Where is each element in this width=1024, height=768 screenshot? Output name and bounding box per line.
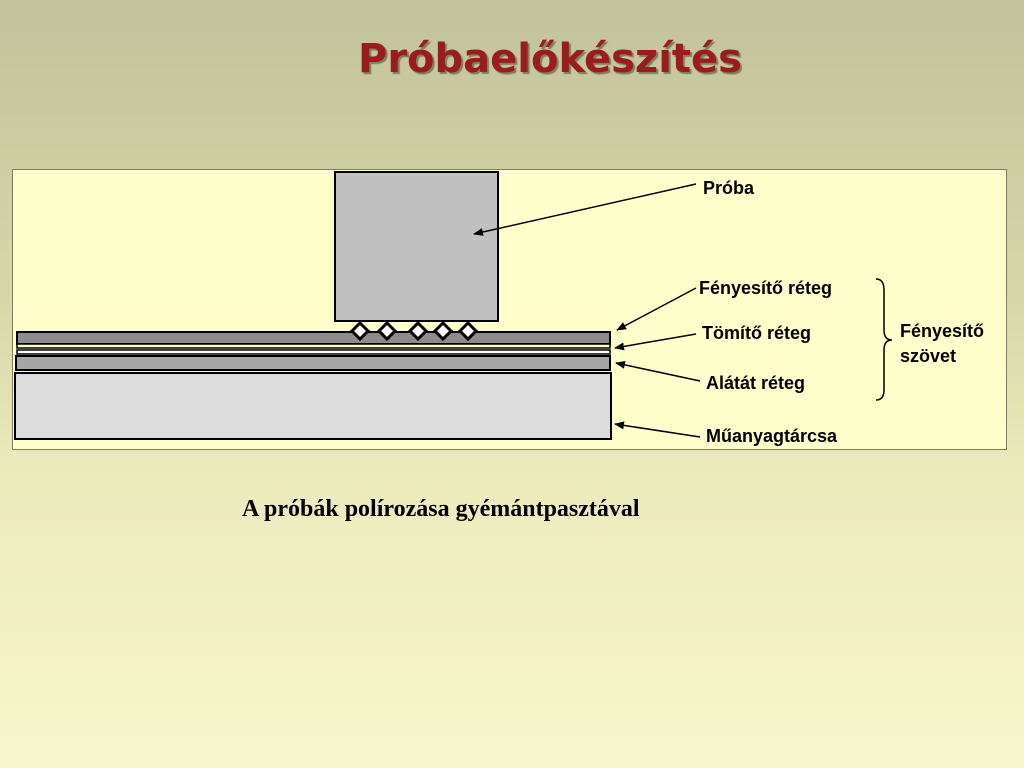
slide-title: Próbaelőkészítés [358,36,742,82]
abrasive-particle [457,320,479,342]
abrasive-particles [349,320,479,342]
plastic-disc-arrow [614,421,701,438]
label-cloth-line1: Fényesítő [900,321,984,341]
backing-layer-arrow [615,360,701,382]
sealing-layer [16,343,611,349]
curly-brace [875,278,893,401]
label-backing-layer: Alátát réteg [706,373,805,393]
label-sealing-layer: Tömítő réteg [702,323,811,343]
abrasive-particle [432,320,454,342]
abrasive-particle [349,320,371,342]
backing-layer [15,355,611,371]
abrasive-particle [407,320,429,342]
slide-caption: A próbák polírozása gyémántpasztával [242,496,640,522]
abrasive-particle [376,320,398,342]
polishing-layer-arrow [616,287,697,331]
sample-arrow [473,183,697,236]
label-plastic-disc: Műanyagtárcsa [706,426,838,446]
sample-block [334,171,499,322]
sealing-layer-arrow [614,333,697,351]
label-sample: Próba [703,178,755,198]
plastic-disc [14,372,612,440]
thin-strip [16,349,611,355]
label-polishing-layer: Fényesítő réteg [699,278,832,298]
label-cloth-line2: szövet [900,346,956,366]
polishing-layer [16,331,611,345]
